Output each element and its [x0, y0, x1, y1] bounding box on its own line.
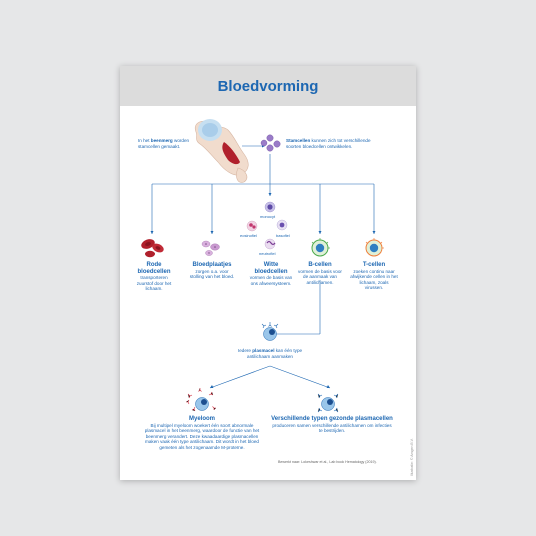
stamcellen-post: kunnen zich tot verschillende soorten bl…: [286, 138, 371, 149]
stem-cells: [260, 134, 281, 152]
cell-desc: zoeken continu naar afwijkende cellen in…: [350, 268, 398, 291]
cell-desc: vormen de basis van ons afweersysteem.: [249, 275, 293, 286]
stamcellen-bold: Stamcellen: [286, 138, 311, 143]
poster-header: Bloedvorming: [120, 66, 416, 106]
beenmerg-post: worden stamcellen gemaakt.: [138, 138, 190, 149]
plasmacel-post: kan één type antilichaam aanmaken: [247, 348, 303, 359]
cell-desc: vormen de basis voor de aanmaak van anti…: [298, 268, 342, 285]
poster-sheet: Bloedvorming: [120, 66, 416, 480]
myeloma-cell: [186, 388, 216, 412]
platelets: [201, 240, 220, 256]
white-cells: [246, 201, 288, 250]
myeloom-text: Bij multipel myeloom woekert één soort a…: [144, 422, 260, 450]
label-eosinofiel: eosinofiel: [240, 233, 257, 238]
cell-name: Witte bloedcellen: [254, 262, 288, 275]
cell-rode-bloedcellen: Rode bloedcellen transporteren zuurstof …: [132, 262, 176, 292]
page-title: Bloedvorming: [217, 78, 319, 95]
cell-bloedplaatjes: Bloedplaatjes zorgen o.a. voor stolling …: [188, 262, 236, 280]
label-neutrofiel: neutrofiel: [259, 251, 276, 256]
gezond-block: Verschillende typen gezonde plasmacellen…: [270, 416, 394, 434]
cell-name: Rode bloedcellen: [137, 262, 171, 275]
cell-name: T-cellen: [362, 262, 386, 268]
plasmacel-bold: plasmacel: [252, 348, 275, 353]
cell-desc: zorgen o.a. voor stolling van het bloed.: [189, 268, 235, 280]
myeloom-block: Myeloom Bij multipel myeloom woekert één…: [142, 416, 262, 451]
plasmacel-pre: Iedere: [237, 348, 253, 353]
gezond-text: produceren samen verschillende antilicha…: [272, 422, 392, 434]
healthy-plasma-cell: [317, 393, 339, 413]
cell-witte-bloedcellen: Witte bloedcellen vormen de basis van on…: [248, 262, 294, 286]
b-cell: [311, 238, 330, 257]
cell-desc: transporteren zuurstof door het lichaam.: [136, 275, 172, 292]
gezond-heading: Verschillende typen gezonde plasmacellen: [271, 416, 393, 422]
stamcellen-text: Stamcellen kunnen zich tot verschillende…: [286, 138, 374, 149]
t-cell: [365, 238, 384, 257]
beenmerg-bold: beenmerg: [150, 138, 173, 143]
cell-b-cellen: B-cellen vormen de basis voor de aanmaak…: [296, 262, 344, 285]
cell-t-cellen: T-cellen zoeken continu naar afwijkende …: [350, 262, 398, 291]
connector-lines: [151, 154, 375, 389]
red-blood-cells: [141, 239, 164, 258]
beenmerg-text: In het beenmerg worden stamcellen gemaak…: [138, 138, 192, 149]
beenmerg-pre: In het: [138, 138, 151, 143]
vertical-credit: Illustratie: © Amgen B.V.: [410, 438, 414, 476]
label-basofiel: basofiel: [276, 233, 290, 238]
myeloom-heading: Myeloom: [188, 416, 215, 422]
diagram-art: [141, 119, 384, 413]
bone-illustration: [194, 119, 249, 183]
plasma-cell: [261, 322, 279, 341]
cell-name: Bloedplaatjes: [192, 262, 232, 268]
source-footnote: Bewerkt naar: Lokeshwar et al., Lab book…: [278, 460, 377, 464]
plasmacel-text: Iedere plasmacel kan één type antilichaa…: [226, 348, 314, 359]
label-monocyt: monocyt: [260, 214, 276, 219]
cell-name: B-cellen: [308, 262, 332, 268]
